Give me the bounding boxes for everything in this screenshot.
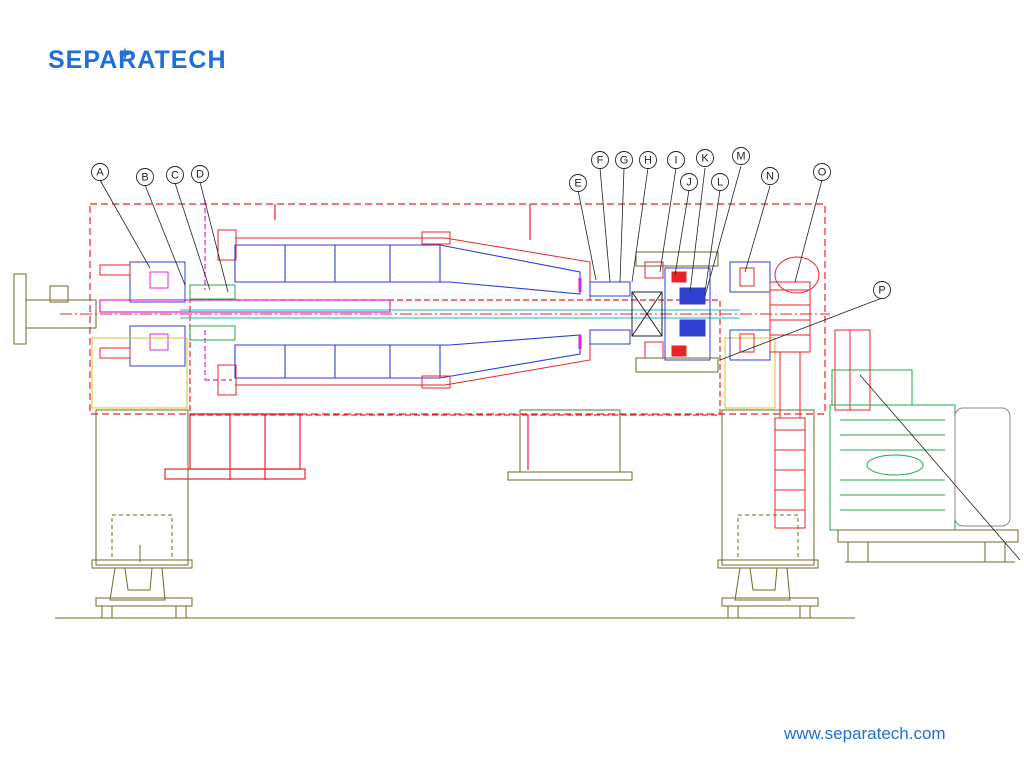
sparkle-star-icon xyxy=(118,47,132,61)
callout-l: L xyxy=(711,173,729,191)
callout-circle xyxy=(761,167,779,185)
callout-letter: C xyxy=(171,170,179,182)
callout-d: D xyxy=(191,165,209,183)
callout-b: B xyxy=(136,168,154,186)
callout-e: E xyxy=(569,174,587,192)
conveyor-shaft xyxy=(60,309,830,319)
left-hub-bearing xyxy=(99,261,236,367)
bowl-rotor xyxy=(234,244,581,379)
callout-letter: B xyxy=(141,172,148,184)
callout-h: H xyxy=(639,151,657,169)
callout-k: K xyxy=(696,149,714,167)
brand-logo-text: SEPARATECH xyxy=(48,46,227,74)
website-url[interactable]: www.separatech.com xyxy=(784,724,946,743)
inlet-flange xyxy=(13,273,97,345)
callout-letter: F xyxy=(597,155,604,167)
callout-f: F xyxy=(591,151,609,169)
callout-circle xyxy=(732,147,750,165)
callout-letter: M xyxy=(736,151,745,163)
middle-support xyxy=(507,409,633,481)
yellow-guard xyxy=(91,337,776,409)
callout-letter: J xyxy=(686,177,692,189)
callout-circle xyxy=(615,151,633,169)
callout-letter: K xyxy=(701,153,709,165)
callout-letter: P xyxy=(878,285,885,297)
right-support-stand xyxy=(717,409,819,619)
callout-m: M xyxy=(732,147,750,165)
callout-circle xyxy=(569,174,587,192)
callout-c: C xyxy=(166,166,184,184)
callout-circle xyxy=(136,168,154,186)
callout-circle xyxy=(813,163,831,181)
callout-o: O xyxy=(813,163,831,181)
gearbox-assembly xyxy=(589,251,771,373)
callout-circle xyxy=(711,173,729,191)
leader-lines xyxy=(99,165,1021,561)
callout-a: A xyxy=(91,163,109,181)
callout-circle xyxy=(696,149,714,167)
callout-letter: O xyxy=(818,167,827,179)
callout-letter: N xyxy=(766,171,774,183)
callout-p: P xyxy=(873,281,891,299)
callout-circle xyxy=(191,165,209,183)
callout-i: I xyxy=(667,151,685,169)
callout-circle xyxy=(667,151,685,169)
callout-letter: I xyxy=(674,155,677,167)
callout-letter: E xyxy=(574,178,581,190)
electric-motor xyxy=(829,369,1019,563)
callout-circle xyxy=(591,151,609,169)
drive-pulley xyxy=(769,256,820,529)
callout-letter: H xyxy=(644,155,652,167)
bowl-outer-shell xyxy=(217,229,591,396)
casing-frame xyxy=(89,203,826,480)
callout-circle xyxy=(873,281,891,299)
callout-circle xyxy=(91,163,109,181)
feed-tube xyxy=(99,200,582,381)
callout-j: J xyxy=(680,173,698,191)
callout-circle xyxy=(639,151,657,169)
callout-g: G xyxy=(615,151,633,169)
callout-n: N xyxy=(761,167,779,185)
callout-letter: A xyxy=(96,167,104,179)
callout-letter: D xyxy=(196,169,204,181)
callout-letter: L xyxy=(717,177,723,189)
left-support-stand xyxy=(91,409,193,619)
callout-letter: G xyxy=(620,155,629,167)
callout-circle xyxy=(166,166,184,184)
callout-circle xyxy=(680,173,698,191)
